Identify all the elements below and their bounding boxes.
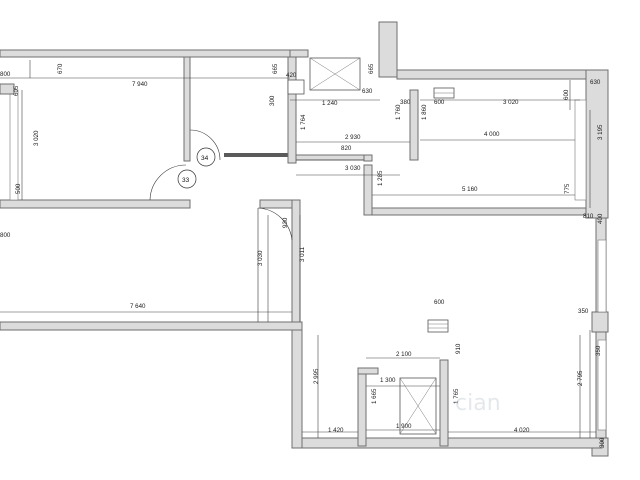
wall-partition-3 bbox=[287, 56, 297, 164]
dim-1765: 1 765 bbox=[453, 388, 460, 404]
dim-7940: 7 940 bbox=[132, 81, 148, 88]
wall-bath-right bbox=[439, 359, 449, 447]
dim-1900: 1 900 bbox=[396, 423, 412, 430]
dim-1764: 1 764 bbox=[300, 114, 307, 130]
dim-665-b: 665 bbox=[368, 63, 375, 74]
walls bbox=[0, 21, 609, 457]
dim-810: 810 bbox=[583, 213, 594, 220]
room-tags: 34 33 bbox=[177, 147, 216, 189]
dim-800-mid: 800 bbox=[0, 232, 11, 239]
wall-bath-left bbox=[357, 367, 367, 447]
wall-small-room-bottom bbox=[295, 154, 365, 161]
dimension-lines bbox=[0, 60, 596, 438]
column-top bbox=[378, 21, 398, 78]
column-right-mid bbox=[591, 311, 609, 333]
dim-350-a: 350 bbox=[578, 308, 589, 315]
dim-1760: 1 760 bbox=[395, 104, 402, 120]
dim-1240: 1 240 bbox=[322, 100, 338, 107]
dim-2930: 2 930 bbox=[345, 134, 361, 141]
dim-1860: 1 860 bbox=[421, 104, 428, 120]
wall-small-room-stub bbox=[363, 154, 373, 162]
wall-bedroom-bottom bbox=[0, 321, 303, 331]
dim-600-mid: 600 bbox=[434, 299, 445, 306]
wall-right-upper bbox=[585, 69, 609, 219]
dim-775: 775 bbox=[564, 183, 571, 194]
window-right-top bbox=[574, 99, 587, 201]
dim-3030-v: 3 030 bbox=[257, 250, 264, 266]
dim-300-bottom: 300 bbox=[599, 437, 606, 448]
dim-3011: 3 011 bbox=[299, 246, 306, 262]
dim-4000: 4 000 bbox=[484, 131, 500, 138]
dim-7640: 7 640 bbox=[130, 303, 146, 310]
dim-500: 500 bbox=[15, 183, 22, 194]
dim-3030-h: 3 030 bbox=[345, 165, 361, 172]
dim-820: 820 bbox=[341, 145, 352, 152]
dimension-labels: 800 670 7 940 665 420 665 630 630 605 3 … bbox=[0, 63, 606, 448]
room-tag-34: 34 bbox=[201, 155, 209, 162]
wall-corridor-left bbox=[0, 199, 191, 209]
room-tag-34-circle bbox=[196, 147, 216, 167]
dim-3195: 3 195 bbox=[597, 124, 604, 140]
dim-5160: 5 160 bbox=[462, 186, 478, 193]
vent-shaft-left bbox=[287, 79, 305, 95]
dim-1665: 1 665 bbox=[371, 388, 378, 404]
dim-600-right: 600 bbox=[563, 89, 570, 100]
door-swing-3 bbox=[257, 207, 293, 241]
room-tag-33-circle bbox=[177, 169, 197, 189]
door-swing-2 bbox=[149, 164, 187, 201]
dim-2100: 2 100 bbox=[396, 351, 412, 358]
window-left bbox=[9, 89, 19, 201]
wall-top-left bbox=[0, 49, 291, 58]
wall-left-lower bbox=[291, 321, 303, 449]
dim-420: 420 bbox=[286, 72, 297, 79]
dim-300: 300 bbox=[269, 95, 276, 106]
dim-2795: 2 795 bbox=[577, 370, 584, 386]
wall-partition-2 bbox=[224, 153, 288, 157]
wall-room-right-bottom bbox=[369, 207, 587, 216]
door-swing-1 bbox=[189, 129, 221, 161]
dim-630-a: 630 bbox=[362, 88, 373, 95]
dim-630-b: 630 bbox=[590, 79, 601, 86]
dim-605: 605 bbox=[13, 85, 20, 96]
wall-bath-top bbox=[357, 367, 379, 375]
dim-800-top: 800 bbox=[0, 71, 11, 78]
dim-1420: 1 420 bbox=[328, 427, 344, 434]
dim-600-top: 600 bbox=[434, 99, 445, 106]
dim-1300: 1 300 bbox=[380, 377, 396, 384]
doors bbox=[149, 129, 293, 322]
dim-670: 670 bbox=[57, 63, 64, 74]
dim-930: 930 bbox=[282, 217, 289, 228]
dim-3020-left: 3 020 bbox=[33, 130, 40, 146]
vent-shaft-mid bbox=[427, 319, 449, 333]
wall-partition-1 bbox=[183, 56, 191, 162]
wall-small-room-right bbox=[409, 89, 419, 161]
room-tag-33: 33 bbox=[182, 177, 190, 184]
wall-top-mid bbox=[289, 49, 309, 58]
wall-top-right bbox=[396, 69, 601, 80]
watermark: cian bbox=[455, 391, 501, 416]
dim-400: 400 bbox=[597, 213, 604, 224]
dim-3020-right: 3 020 bbox=[503, 99, 519, 106]
dim-2995: 2 995 bbox=[313, 368, 320, 384]
dim-380: 380 bbox=[400, 99, 411, 106]
window-right-mid bbox=[597, 239, 607, 313]
dim-4020: 4 020 bbox=[514, 427, 530, 434]
dim-665-a: 665 bbox=[272, 63, 279, 74]
wall-left-stub bbox=[0, 83, 15, 95]
dim-1285: 1 285 bbox=[377, 170, 384, 186]
dim-910: 910 bbox=[455, 343, 462, 354]
window-right-low bbox=[597, 339, 607, 431]
dim-350-b: 350 bbox=[595, 345, 602, 356]
wall-room-right-left bbox=[363, 164, 373, 216]
